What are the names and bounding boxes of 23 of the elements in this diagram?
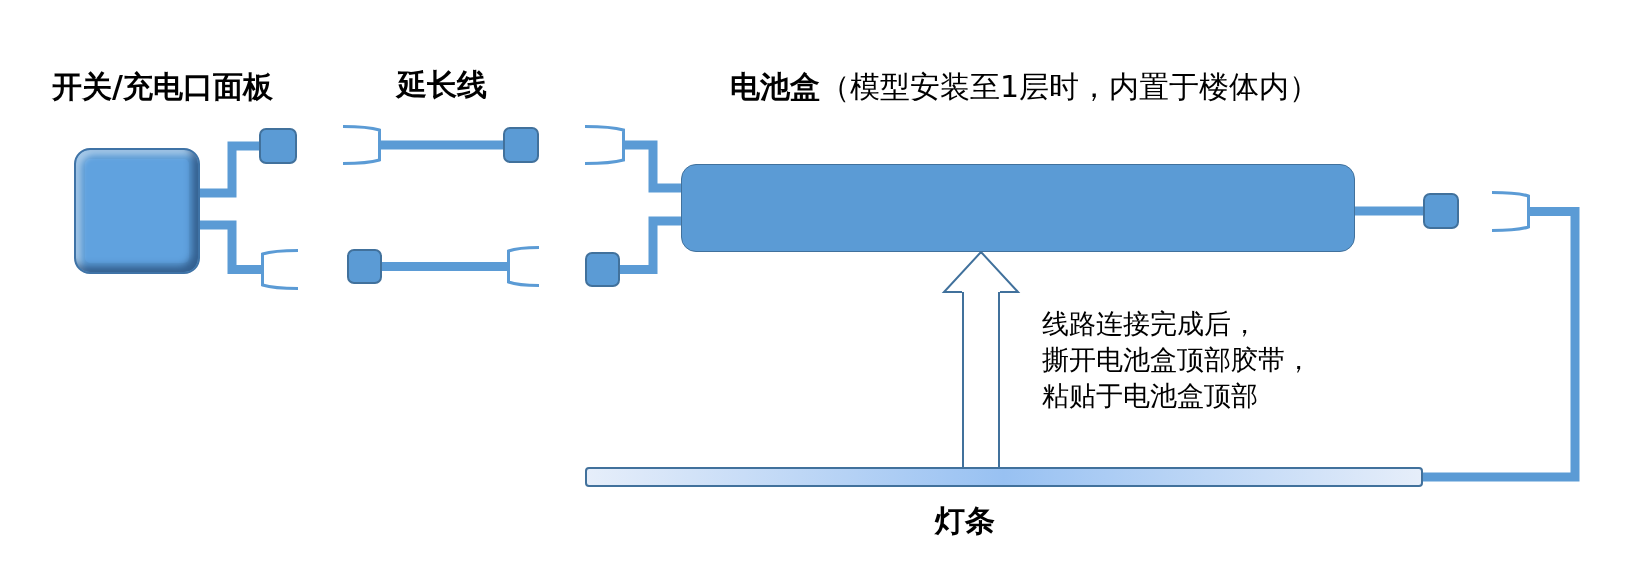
cable-line xyxy=(200,141,259,198)
socket-icon xyxy=(343,125,381,165)
plug-icon xyxy=(347,249,382,284)
cable-line xyxy=(381,140,503,150)
node-title: 灯条 xyxy=(935,503,995,538)
node-title: 电池盒 xyxy=(730,69,820,104)
cable-line xyxy=(1423,207,1580,482)
cable-line xyxy=(200,220,261,274)
cable-line xyxy=(1355,206,1423,216)
socket-icon xyxy=(261,249,298,290)
cable-line xyxy=(382,262,507,271)
socket-icon xyxy=(507,246,539,287)
section-label: 延长线 xyxy=(397,67,487,103)
plug-icon xyxy=(585,252,620,287)
plug-icon xyxy=(1423,193,1459,229)
cable-line xyxy=(625,140,681,193)
node-title: 开关/充电口面板 xyxy=(52,69,273,104)
socket-icon xyxy=(585,125,625,165)
plug-icon xyxy=(503,127,539,163)
socket-icon xyxy=(1492,191,1530,232)
node-subtitle: （模型安装至1层时，内置于楼体内） xyxy=(820,69,1320,104)
plug-icon xyxy=(259,128,297,164)
cable-line xyxy=(620,216,681,274)
